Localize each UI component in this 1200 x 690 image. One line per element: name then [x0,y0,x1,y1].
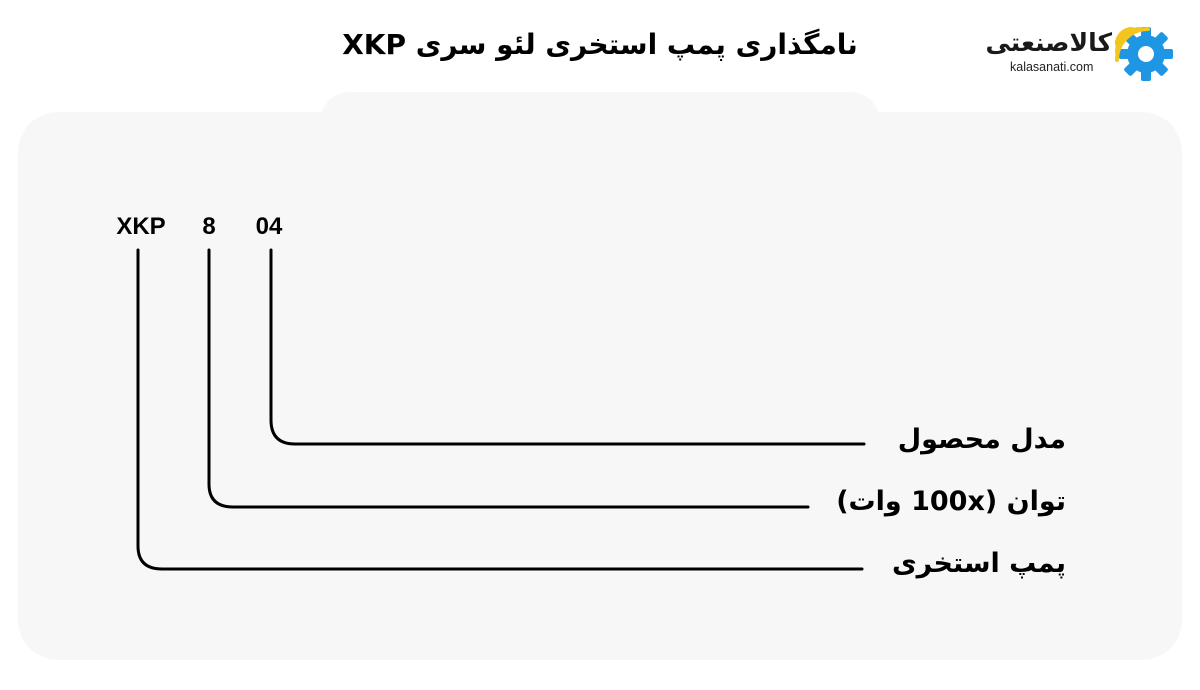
code-segment-model: 04 [255,213,283,240]
gear-wifi-logo-icon [1115,27,1173,81]
legend-model: مدل محصول [897,424,1066,455]
page-title: نامگذاری پمپ استخری لئو سری XKP [342,28,858,61]
logo-name: کالاصنعتی [985,28,1112,57]
brand-logo[interactable]: کالاصنعتی kalasanati.com [985,20,1185,82]
connector-model [269,248,866,446]
code-segment-xkp: XKP [116,213,166,240]
code-segment-power: 8 [202,213,216,240]
logo-domain: kalasanati.com [1010,60,1094,74]
legend-power: توان (100x وات) [836,486,1066,517]
connector-pump [136,248,864,571]
legend-pump: پمپ استخری [891,548,1066,579]
connector-power [207,248,810,509]
